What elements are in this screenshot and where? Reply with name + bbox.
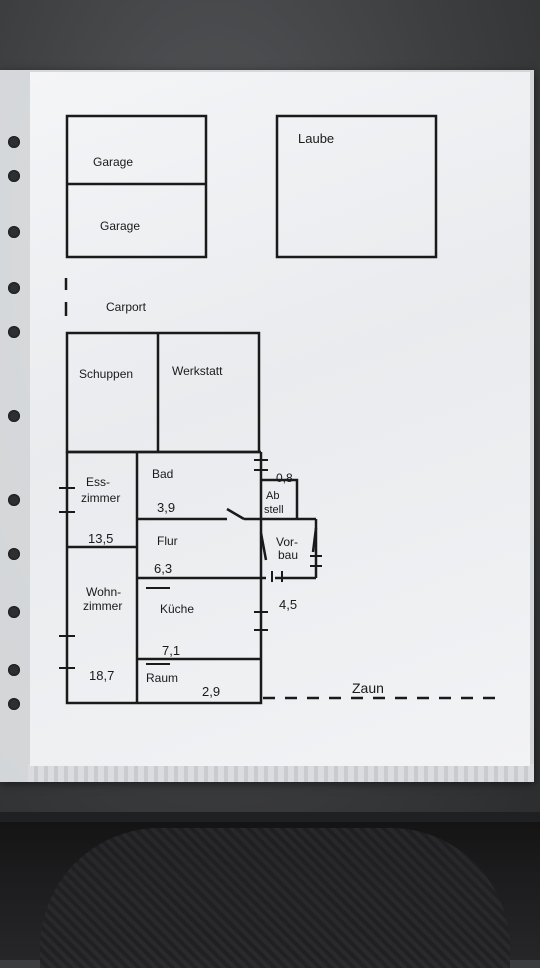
- wohnzimmer-label-line1: Wohn-: [86, 585, 121, 599]
- kueche-area: 7,1: [162, 643, 180, 658]
- chair-backrest: [40, 828, 510, 968]
- vorbau-label-line2: bau: [278, 548, 298, 562]
- punch-hole: [8, 494, 20, 506]
- table-edge: [0, 812, 540, 822]
- bad-label: Bad: [152, 467, 173, 481]
- punch-hole: [8, 548, 20, 560]
- laube-outline: [275, 114, 438, 259]
- schuppen-label: Schuppen: [79, 367, 133, 381]
- punch-hole: [8, 170, 20, 182]
- punch-hole: [8, 136, 20, 148]
- garage-2-label: Garage: [100, 219, 140, 233]
- vorbau-label-line1: Vor-: [276, 535, 298, 549]
- garage-outline: [65, 114, 208, 259]
- wohnzimmer-area: 18,7: [89, 668, 114, 683]
- vorbau-area: 4,5: [279, 597, 297, 612]
- punch-hole: [8, 410, 20, 422]
- punch-hole: [8, 698, 20, 710]
- window-ticks: [59, 459, 322, 669]
- esszimmer-label-line2: zimmer: [81, 491, 120, 505]
- punch-hole: [8, 664, 20, 676]
- zaun-label: Zaun: [352, 680, 384, 696]
- laube-label: Laube: [298, 131, 334, 146]
- garage-1-label: Garage: [93, 155, 133, 169]
- flur-area: 6,3: [154, 561, 172, 576]
- abstell-area: 0,8: [276, 471, 293, 485]
- punch-hole: [8, 226, 20, 238]
- punch-hole: [8, 282, 20, 294]
- carport-label: Carport: [106, 300, 147, 314]
- flur-label: Flur: [157, 534, 178, 548]
- werkstatt-label: Werkstatt: [172, 364, 223, 378]
- raum-label: Raum: [146, 671, 178, 685]
- raum-area: 2,9: [202, 684, 220, 699]
- esszimmer-area: 13,5: [88, 531, 113, 546]
- punch-hole: [8, 326, 20, 338]
- floor-plan-sheet: [30, 72, 530, 766]
- kueche-label: Küche: [160, 602, 194, 616]
- esszimmer-label-line1: Ess-: [86, 475, 110, 489]
- shed-outline: [65, 331, 261, 454]
- bad-area: 3,9: [157, 500, 175, 515]
- abstell-label-line1: Ab: [266, 490, 279, 502]
- abstell-label-line2: stell: [264, 504, 284, 516]
- punch-hole: [8, 606, 20, 618]
- wohnzimmer-label-line2: zimmer: [83, 599, 122, 613]
- sleeve-bottom-edge: [28, 764, 534, 782]
